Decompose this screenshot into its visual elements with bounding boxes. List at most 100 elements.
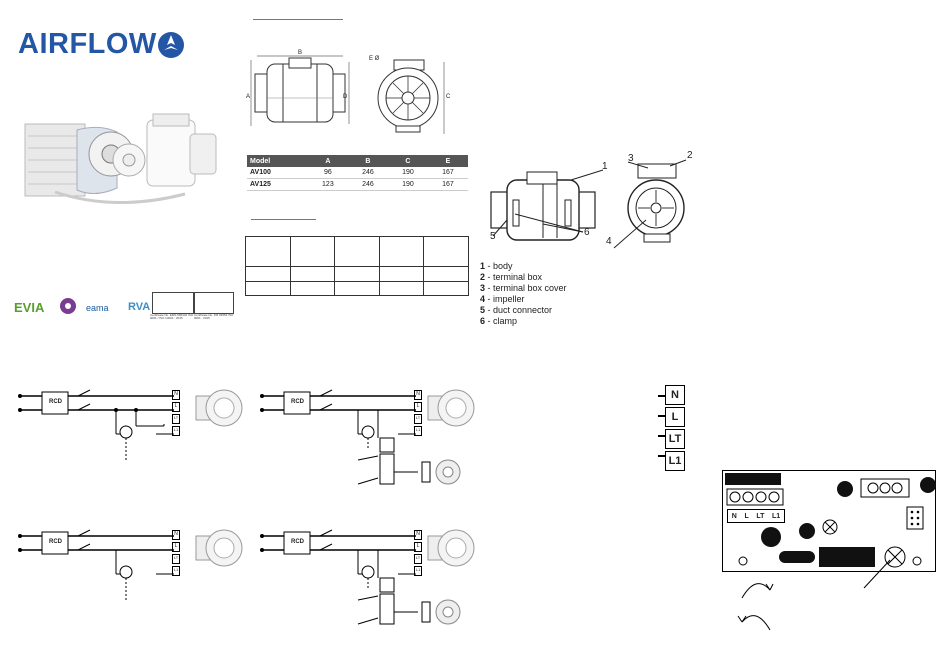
- list-item: 1 - body: [480, 261, 513, 271]
- wiring-diagram-3-lines: [18, 529, 174, 600]
- pcb-pointer-line: [863, 559, 891, 589]
- wiring-diagram-2-lines: [260, 389, 418, 485]
- header-e: E: [427, 155, 468, 167]
- pcb-components: [738, 477, 936, 568]
- terminal-n: N: [172, 390, 180, 400]
- terminal-l: L: [665, 407, 685, 427]
- pcb-label-n: N: [731, 512, 737, 520]
- fan-icon: [427, 389, 475, 427]
- rcd-label: RCD: [291, 539, 304, 545]
- cert-text-1: Certificate No. EMS 565442 ISO 9001 / IS…: [150, 313, 194, 320]
- fan-side-dimension-drawing: [250, 55, 350, 126]
- pcb-label-l1: L1: [772, 512, 781, 520]
- terminal-l1: L1: [414, 426, 422, 436]
- callout-2: 2: [687, 150, 693, 161]
- dim-label-e: E Ø: [369, 56, 380, 62]
- terminal-strip: N L LT L1: [172, 390, 180, 436]
- cell-c: 190: [387, 178, 428, 191]
- dim-label-d: D: [343, 94, 348, 100]
- terminal-l1: L1: [665, 451, 685, 471]
- parts-front-drawing: [613, 159, 687, 249]
- terminal-lt: LT: [414, 554, 422, 564]
- cell-e: 167: [427, 178, 468, 191]
- header-a: A: [307, 155, 348, 167]
- terminal-n: N: [665, 385, 685, 405]
- terminal-n: N: [172, 530, 180, 540]
- list-item: 6 - clamp: [480, 316, 518, 326]
- callout-5: 5: [490, 231, 496, 242]
- cell-model: AV125: [247, 178, 308, 191]
- terminal-l1: L1: [414, 566, 422, 576]
- wiring-diagram-4-lines: [260, 529, 418, 625]
- product-photo: [24, 113, 217, 204]
- terminal-l: L: [414, 542, 422, 552]
- evia-logo: EVIA: [14, 300, 45, 315]
- terminal-l1: L1: [172, 426, 180, 436]
- list-item: 3 - terminal box cover: [480, 283, 567, 293]
- terminal-lt: LT: [172, 414, 180, 424]
- dim-label-c: C: [446, 94, 451, 100]
- rotate-counterclockwise-icon: [737, 615, 771, 631]
- terminal-lt: LT: [414, 414, 422, 424]
- dimensions-table: Model A B C E AV100 96 246 190 167 AV125…: [247, 155, 468, 191]
- cell-b: 246: [347, 167, 388, 179]
- cert-logos: EVIA eama RVA Certificate No. EMS 565442…: [12, 292, 234, 328]
- performance-table: [245, 236, 469, 296]
- pcb-terminal-screws: [726, 488, 784, 506]
- list-item: 2 - terminal box: [480, 272, 543, 282]
- cert-text-2: Certificate No. FM 03553 ISO 9001 : 2015: [194, 313, 234, 320]
- airflow-logo: AIRFLOW: [18, 28, 188, 62]
- table-row: AV125 123 246 190 167: [247, 178, 468, 191]
- dim-label-b: B: [298, 50, 303, 56]
- controller-fan-icon: [421, 599, 461, 625]
- header-b: B: [347, 155, 388, 167]
- cell-model: AV100: [247, 167, 308, 179]
- parts-side-drawing: [490, 169, 604, 241]
- callout-3: 3: [628, 153, 634, 164]
- terminal-block-leads: [658, 395, 666, 457]
- logo-text: AIRFLOW: [18, 28, 157, 60]
- terminal-block: N L LT L1: [665, 385, 685, 473]
- rotate-clockwise-icon: [741, 583, 774, 599]
- table-row: AV100 96 246 190 167: [247, 167, 468, 179]
- dim-label-a: A: [246, 94, 251, 100]
- rcd-label: RCD: [49, 539, 62, 545]
- fan-icon: [195, 529, 243, 567]
- pcb-board: N L LT L1: [722, 470, 936, 572]
- terminal-l: L: [172, 542, 180, 552]
- pcb-header-block: [725, 473, 781, 485]
- terminal-n: N: [414, 530, 422, 540]
- dimensions-rule: [253, 19, 343, 20]
- terminal-n: N: [414, 390, 422, 400]
- wiring-diagram-1-lines: [18, 389, 174, 460]
- cell-a: 123: [307, 178, 348, 191]
- header-model: Model: [247, 155, 308, 167]
- dimensions-header-row: Model A B C E: [247, 155, 468, 167]
- list-item: 4 - impeller: [480, 294, 525, 304]
- callout-1: 1: [602, 161, 608, 172]
- header-c: C: [387, 155, 428, 167]
- wiring-diagram-4: RCD N L LT L1: [258, 528, 488, 628]
- terminal-strip: N L LT L1: [414, 390, 422, 436]
- fan-front-dimension-drawing: [377, 59, 445, 134]
- wiring-diagram-3: RCD N L LT L1: [16, 528, 246, 608]
- terminal-strip: N L LT L1: [172, 530, 180, 576]
- fan-icon: [427, 529, 475, 567]
- controller-fan-icon: [421, 459, 461, 485]
- cell-e: 167: [427, 167, 468, 179]
- callout-6: 6: [584, 227, 590, 238]
- rva-logo: RVA: [128, 301, 151, 313]
- airflow-logo-icon: [158, 32, 184, 58]
- terminal-l: L: [414, 402, 422, 412]
- callout-4: 4: [606, 236, 612, 247]
- rcd-label: RCD: [291, 399, 304, 405]
- parts-legend: 1 - body 2 - terminal box 3 - terminal b…: [480, 261, 567, 327]
- cell-c: 190: [387, 167, 428, 179]
- pcb-terminal-labels: N L LT L1: [727, 509, 785, 523]
- beama-logo: eama: [86, 303, 109, 313]
- performance-rule: [251, 219, 316, 220]
- list-item: 5 - duct connector: [480, 305, 553, 315]
- cert-box-1: [152, 292, 194, 314]
- cell-a: 96: [307, 167, 348, 179]
- terminal-strip: N L LT L1: [414, 530, 422, 576]
